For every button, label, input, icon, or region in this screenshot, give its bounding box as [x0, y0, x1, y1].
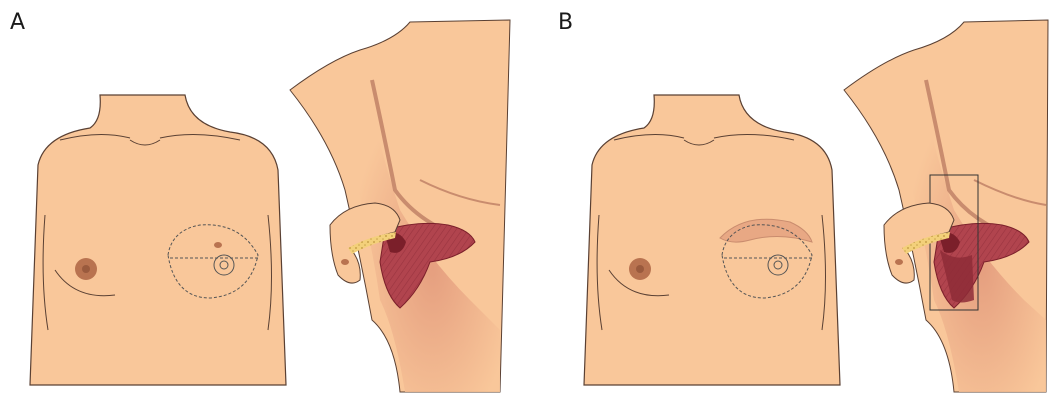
torso-front-a: [30, 95, 286, 385]
torso-lateral-a: [290, 20, 510, 392]
torso-lateral-b: [844, 20, 1048, 392]
torso-front-b: [584, 95, 840, 385]
